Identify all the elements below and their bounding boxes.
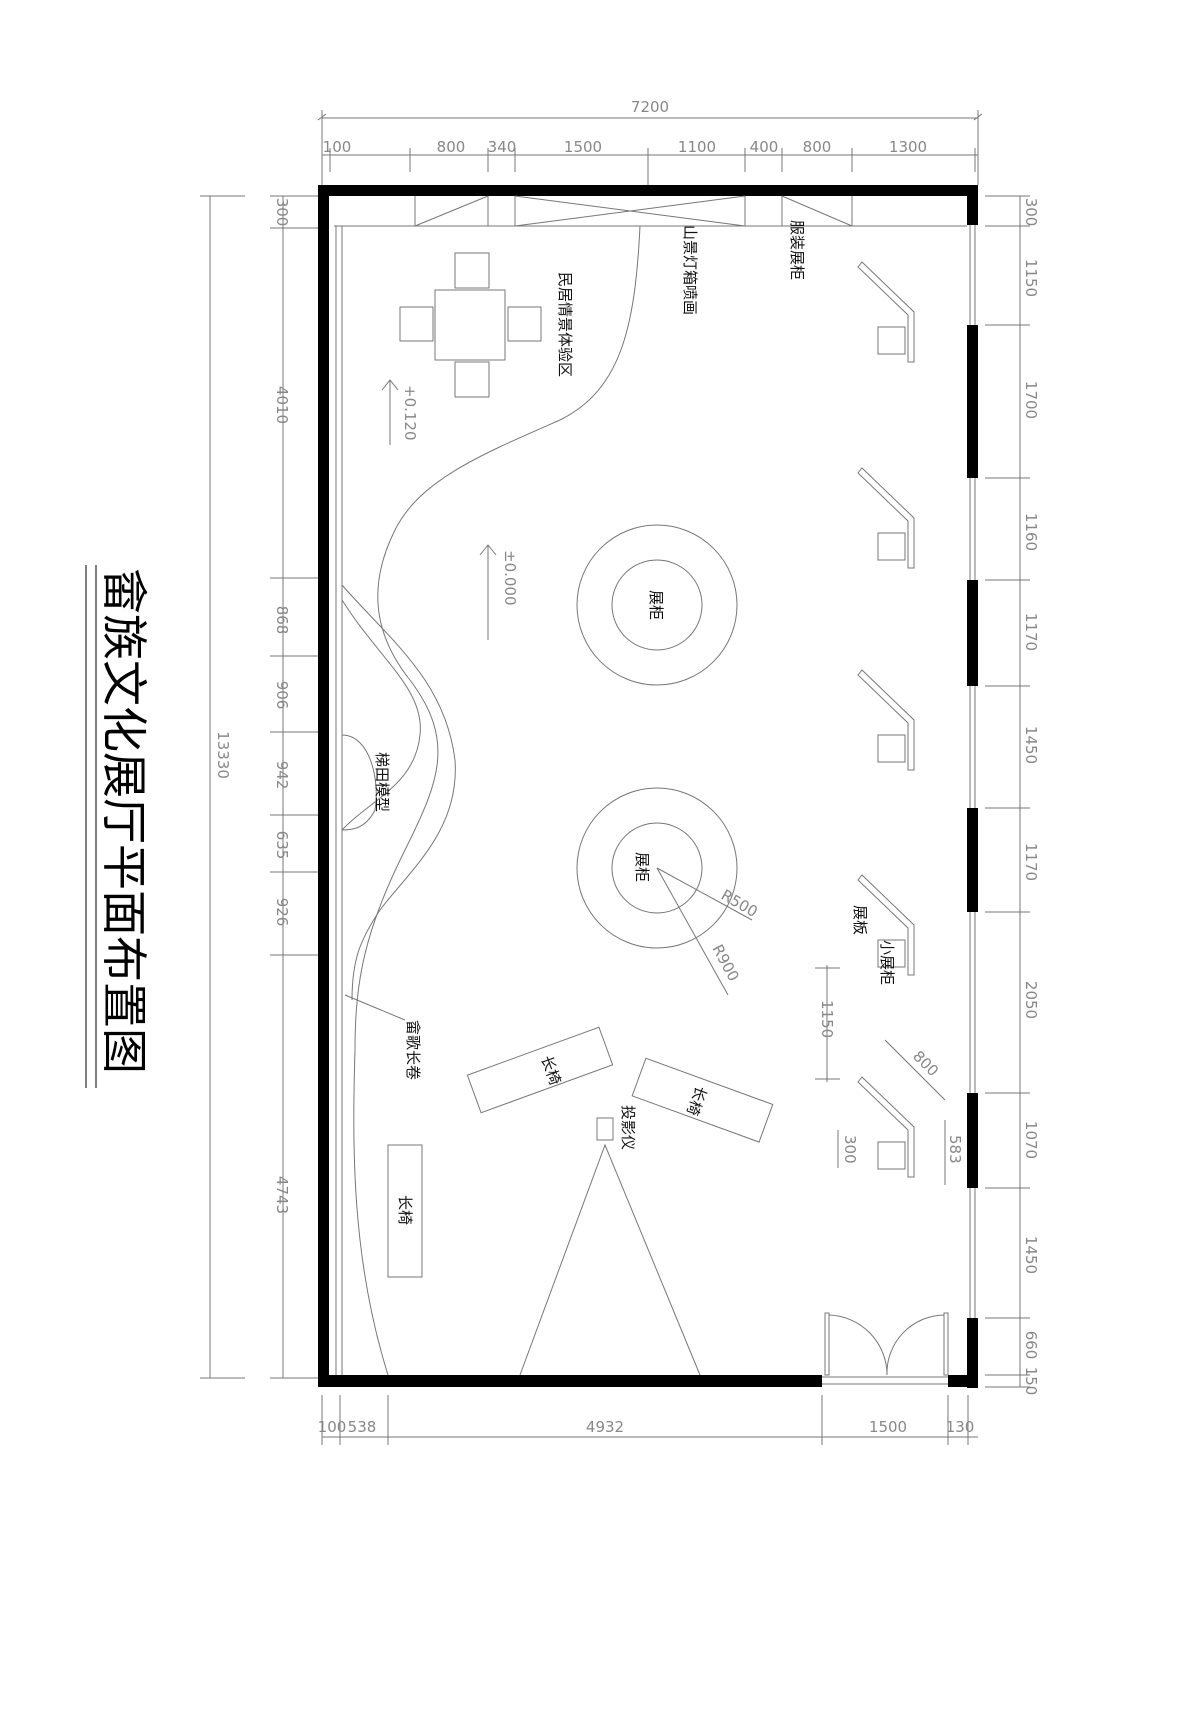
dim-right: 1700 <box>1022 381 1040 419</box>
level-upper: +0.120 <box>401 385 419 441</box>
display-panel <box>857 669 915 771</box>
dim-overall-height: 13330 <box>214 731 232 779</box>
bottom-dimensions <box>321 1395 978 1445</box>
dim-right: 1150 <box>1022 259 1040 297</box>
dim-right: 150 <box>1022 1367 1040 1396</box>
dim-top: 1500 <box>564 138 602 156</box>
dim-left: 635 <box>273 831 291 860</box>
dim-bottom: 4932 <box>586 1418 624 1436</box>
dim-top: 1100 <box>678 138 716 156</box>
small-cabinet <box>877 939 906 968</box>
label-bench: 长椅 <box>537 1053 564 1087</box>
small-cabinet <box>877 734 906 763</box>
projector <box>519 1117 701 1376</box>
dim-right: 1450 <box>1022 726 1040 764</box>
right-dimensions <box>985 195 1030 1388</box>
circular-cabinet-2 <box>576 787 753 996</box>
dim-left: 942 <box>273 761 291 790</box>
dim-top: 800 <box>437 138 466 156</box>
dim-left: 906 <box>273 681 291 710</box>
label-bench: 长椅 <box>396 1195 414 1225</box>
small-cabinet <box>877 532 906 561</box>
dim-left: 300 <box>273 198 291 227</box>
dim-r900: R900 <box>708 941 742 984</box>
dim-top: 800 <box>803 138 832 156</box>
dim-right: 660 <box>1022 1331 1040 1360</box>
label-terrace: 梯田模型 <box>373 752 391 812</box>
dim-top: 1300 <box>889 138 927 156</box>
dim-right: 1170 <box>1022 843 1040 881</box>
dim-box: 300 <box>841 1135 859 1164</box>
windows <box>334 225 976 1375</box>
level-mark-main <box>479 544 497 640</box>
label-projector: 投影仪 <box>619 1105 637 1150</box>
label-song-scroll: 畲歌长卷 <box>404 1020 422 1080</box>
display-panel <box>857 467 915 569</box>
left-dimensions <box>200 195 318 1379</box>
dim-left: 4743 <box>273 1176 291 1214</box>
label-costume: 服装展柜 <box>788 220 806 280</box>
dim-top: 340 <box>488 138 517 156</box>
dim-overall-width: 7200 <box>631 98 669 116</box>
level-mark-upper <box>381 379 399 445</box>
dim-top: 100 <box>323 138 352 156</box>
dim-bottom: 538 <box>348 1418 377 1436</box>
small-cabinet <box>877 326 906 355</box>
dim-right: 1170 <box>1022 613 1040 651</box>
circular-cabinet-1 <box>576 524 738 686</box>
display-boards <box>857 261 915 1178</box>
dim-bottom: 130 <box>946 1418 975 1436</box>
table-with-chairs <box>399 252 542 398</box>
dim-right: 300 <box>1022 198 1040 227</box>
dim-right: 1160 <box>1022 513 1040 551</box>
dim-left: 926 <box>273 898 291 927</box>
label-cabinet: 展柜 <box>633 852 651 882</box>
dim-bottom: 100 <box>318 1418 347 1436</box>
drawing-title: 畲族文化展厅平面布置图 <box>97 568 151 1074</box>
dim-top: 400 <box>750 138 779 156</box>
small-cabinet <box>877 1141 906 1170</box>
dim-spacing: 1150 <box>818 1000 836 1038</box>
dim-depth: 583 <box>946 1135 964 1164</box>
label-panel: 展板 <box>851 905 869 935</box>
walls <box>318 185 978 1388</box>
dim-diag: 800 <box>909 1047 942 1080</box>
dim-right: 1070 <box>1022 1121 1040 1159</box>
label-bench: 长椅 <box>683 1084 710 1118</box>
label-cabinet: 展柜 <box>647 590 665 620</box>
dim-bottom: 1500 <box>869 1418 907 1436</box>
dim-r500: R500 <box>718 886 761 921</box>
display-panel <box>857 261 915 363</box>
top-lightbox-strip <box>414 195 853 227</box>
leader-line <box>344 994 406 1021</box>
benches <box>387 1026 774 1278</box>
label-house-area: 民居情景体验区 <box>556 272 574 377</box>
label-small-cabinet: 小展柜 <box>878 940 896 985</box>
dim-left: 4010 <box>273 386 291 424</box>
top-dimensions <box>317 110 983 185</box>
dim-right: 1450 <box>1022 1236 1040 1274</box>
label-landscape: 山景灯箱喷画 <box>681 225 699 315</box>
entrance-door <box>822 1312 949 1385</box>
dim-left: 868 <box>273 606 291 635</box>
level-main: ±0.000 <box>501 550 519 606</box>
display-panel <box>857 1076 915 1178</box>
dim-right: 2050 <box>1022 981 1040 1019</box>
interior-dimensions <box>815 965 946 1185</box>
display-panel <box>857 874 915 976</box>
landscape-curves <box>341 225 641 1376</box>
